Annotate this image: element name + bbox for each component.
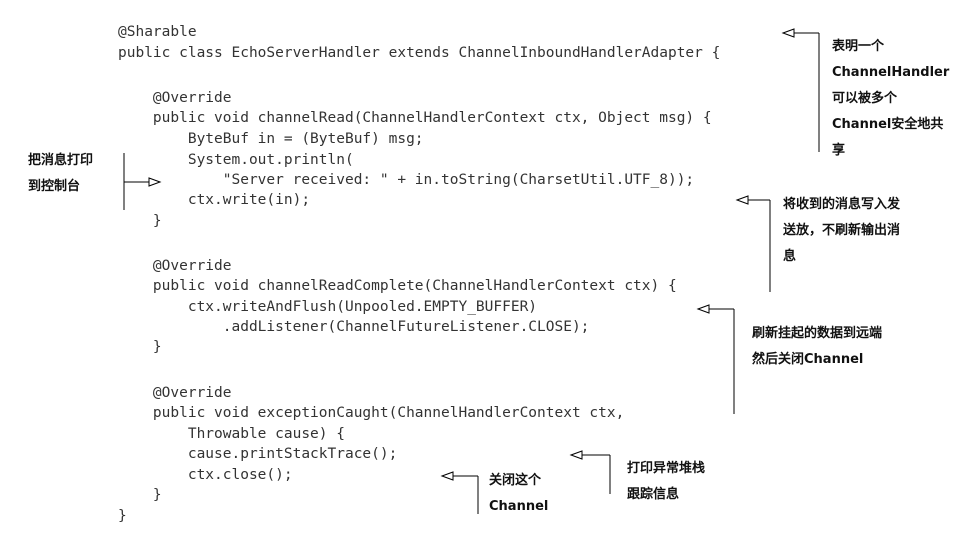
code-line-5: public void channelRead(ChannelHandlerCo… <box>118 110 712 126</box>
annotation-stacktrace: 打印异常堆栈 跟踪信息 <box>627 461 706 502</box>
callout-arrowhead-write <box>735 195 749 205</box>
annotation-close: 关闭这个 Channel <box>489 473 549 514</box>
code-line-8: "Server received: " + in.toString(Charse… <box>118 172 695 188</box>
code-line-20: Throwable cause) { <box>118 426 345 442</box>
callout-arrowhead-print <box>148 177 162 187</box>
annotation-write: 将收到的消息写入发 送放，不刷新输出消 息 <box>783 197 901 264</box>
callout-arrowhead-close <box>440 471 454 481</box>
code-line-23: } <box>118 487 162 503</box>
code-line-22: ctx.close(); <box>118 467 293 483</box>
code-line-21: cause.printStackTrace(); <box>118 446 398 462</box>
code-line-12: @Override <box>118 258 232 274</box>
callout-arrowhead-stacktrace <box>569 450 583 460</box>
callout-arrowhead-flush <box>696 304 710 314</box>
code-line-15: .addListener(ChannelFutureListener.CLOSE… <box>118 319 590 335</box>
code-line-2: public class EchoServerHandler extends C… <box>118 45 721 61</box>
code-line-6: ByteBuf in = (ByteBuf) msg; <box>118 131 424 147</box>
annotation-sharable: 表明一个 ChannelHandler 可以被多个 Channel安全地共 享 <box>832 39 950 158</box>
code-line-10: } <box>118 213 162 229</box>
code-line-24: } <box>118 508 127 524</box>
code-line-16: } <box>118 339 162 355</box>
code-line-7: System.out.println( <box>118 152 354 168</box>
annotation-print: 把消息打印 到控制台 <box>28 153 94 194</box>
annotation-flush: 刷新挂起的数据到远端 然后关闭Channel <box>752 326 883 367</box>
code-line-19: public void exceptionCaught(ChannelHandl… <box>118 405 625 421</box>
code-line-14: ctx.writeAndFlush(Unpooled.EMPTY_BUFFER) <box>118 299 538 315</box>
callout-arrowhead-sharable <box>781 28 795 38</box>
code-line-9: ctx.write(in); <box>118 192 311 208</box>
code-line-13: public void channelReadComplete(ChannelH… <box>118 278 677 294</box>
code-line-1: @Sharable <box>118 24 197 40</box>
code-line-4: @Override <box>118 90 232 106</box>
code-line-18: @Override <box>118 385 232 401</box>
